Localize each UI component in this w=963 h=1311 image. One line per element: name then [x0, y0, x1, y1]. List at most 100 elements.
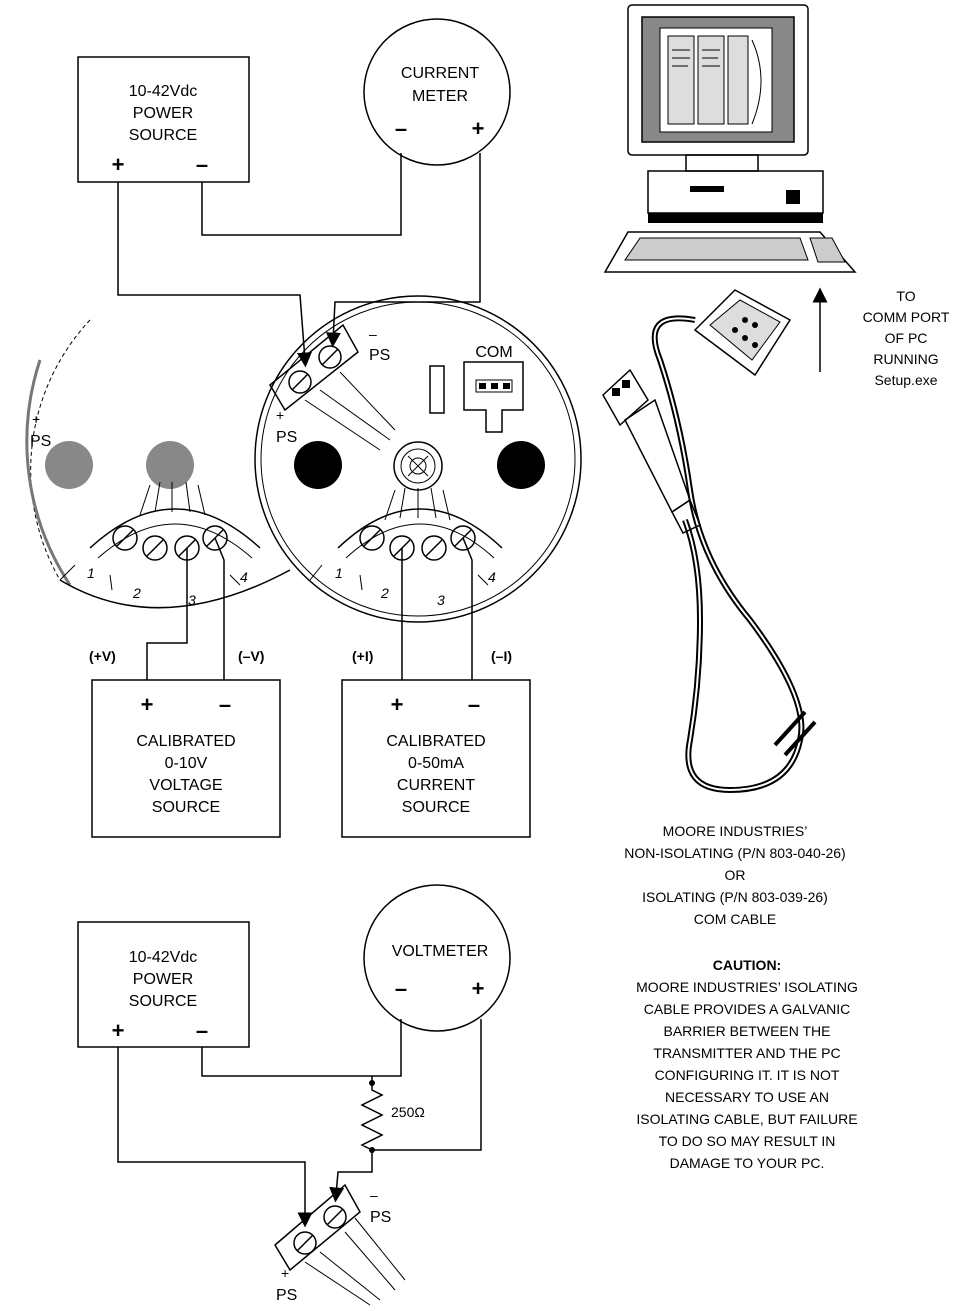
bottom-terminal [274, 1183, 406, 1306]
power-source-bottom-line1: 10-42Vdc [129, 949, 198, 966]
voltage-lead-minus: (–V) [238, 648, 264, 664]
cable-note-line2: NON-ISOLATING (P/N 803-040-26) [624, 845, 845, 861]
pc-note-line1: TO [896, 288, 915, 304]
caution-line1: MOORE INDUSTRIES’ ISOLATING [636, 979, 858, 995]
voltmeter: VOLTMETER – + [363, 884, 511, 1032]
bottom-ps-minus-label: PS [370, 1209, 391, 1226]
caution-note: CAUTION: MOORE INDUSTRIES’ ISOLATING CAB… [636, 957, 858, 1171]
power-source-top-minus: – [196, 152, 208, 177]
right-mount-hole-1 [294, 441, 342, 489]
current-source-line3: CURRENT [397, 777, 475, 794]
current-meter-minus: – [395, 116, 407, 141]
bottom-screw-ps-minus [323, 1205, 347, 1229]
pc-note-line4: RUNNING [873, 351, 938, 367]
right-screw-ps-minus [318, 345, 342, 369]
caution-line7: ISOLATING CABLE, BUT FAILURE [636, 1111, 857, 1127]
left-terminal-4: 4 [240, 569, 248, 585]
pc-note-line5: Setup.exe [874, 372, 937, 388]
right-ps-minus-label: PS [369, 347, 390, 364]
bottom-ps-plus-label: PS [276, 1287, 297, 1304]
right-power-terminal [269, 323, 396, 451]
power-source-bottom-plus: + [112, 1018, 125, 1043]
right-terminal-3: 3 [437, 592, 445, 608]
bottom-ps-plus-sign: + [281, 1265, 289, 1281]
right-screw-ps-plus [288, 370, 312, 394]
power-source-top-line1: 10-42Vdc [129, 83, 198, 100]
voltage-source-minus: – [219, 692, 231, 717]
top-wiring [117, 153, 481, 368]
com-cable [602, 289, 817, 794]
cable-note-line5: COM CABLE [694, 911, 776, 927]
power-source-top: 10-42Vdc POWER SOURCE + – [77, 56, 250, 183]
current-meter-plus: + [472, 116, 485, 141]
power-source-top-line2: POWER [133, 105, 193, 122]
power-source-bottom-line2: POWER [133, 971, 193, 988]
caution-line2: CABLE PROVIDES A GALVANIC [644, 1001, 850, 1017]
caution-line3: BARRIER BETWEEN THE [664, 1023, 831, 1039]
current-source-line4: SOURCE [402, 799, 470, 816]
voltage-source: + – CALIBRATED 0-10V VOLTAGE SOURCE [91, 679, 281, 838]
current-source: + – CALIBRATED 0-50mA CURRENT SOURCE [341, 679, 531, 838]
current-meter-line2: METER [412, 88, 468, 105]
voltage-source-plus: + [141, 692, 154, 717]
cable-note: MOORE INDUSTRIES’ NON-ISOLATING (P/N 803… [624, 823, 845, 927]
caution-title: CAUTION: [713, 957, 781, 973]
bottom-wiring [117, 1019, 482, 1228]
current-source-line1: CALIBRATED [386, 733, 485, 750]
voltmeter-plus: + [472, 976, 485, 1001]
power-source-top-plus: + [112, 152, 125, 177]
current-lead-minus: (–I) [491, 648, 512, 664]
transmitter-cable-connector-icon [602, 368, 701, 534]
pc-keyboard [603, 231, 857, 273]
voltage-source-line1: CALIBRATED [136, 733, 235, 750]
transmitter-right: + PS – PS COM [254, 295, 582, 623]
cable-note-line3: OR [725, 867, 746, 883]
caution-line4: TRANSMITTER AND THE PC [653, 1045, 840, 1061]
caution-line8: TO DO SO MAY RESULT IN [659, 1133, 836, 1149]
right-terminal-2: 2 [380, 585, 389, 601]
current-lead-plus: (+I) [352, 648, 373, 664]
adjustment-potentiometer [393, 441, 443, 491]
left-terminal-1: 1 [87, 565, 95, 581]
power-source-bottom-minus: – [196, 1018, 208, 1043]
left-terminal-2: 2 [132, 585, 141, 601]
caution-line5: CONFIGURING IT. IT IS NOT [655, 1067, 840, 1083]
voltage-lead-plus: (+V) [89, 648, 116, 664]
current-source-plus: + [391, 692, 404, 717]
voltage-source-line2: 0-10V [165, 755, 208, 772]
cable-note-line1: MOORE INDUSTRIES’ [663, 823, 808, 839]
left-terminal-3: 3 [188, 592, 196, 608]
voltage-source-line3: VOLTAGE [149, 777, 222, 794]
current-source-line2: 0-50mA [408, 755, 464, 772]
db9-connector-icon [693, 289, 792, 377]
pc-computer [603, 4, 857, 273]
left-screw-2 [142, 535, 168, 561]
right-terminal-4: 4 [488, 569, 496, 585]
bottom-ps-minus-sign: – [370, 1187, 378, 1203]
pc-note-line3: OF PC [885, 330, 928, 346]
voltage-source-line4: SOURCE [152, 799, 220, 816]
right-ps-plus-sign: + [276, 407, 284, 423]
left-ps-plus-label: PS [30, 433, 51, 450]
caution-line9: DAMAGE TO YOUR PC. [670, 1155, 825, 1171]
pc-note: TO COMM PORT OF PC RUNNING Setup.exe [863, 288, 950, 388]
caution-line6: NECESSARY TO USE AN [665, 1089, 829, 1105]
current-source-minus: – [468, 692, 480, 717]
com-port: COM [463, 344, 524, 433]
left-mount-hole-1 [45, 441, 93, 489]
left-ps-plus-sign: + [32, 411, 40, 427]
resistor-label: 250Ω [391, 1104, 425, 1120]
right-ps-minus-sign: – [369, 326, 377, 342]
transmitter-left: + PS 1 2 3 4 [25, 319, 291, 609]
power-source-bottom: 10-42Vdc POWER SOURCE + – [77, 921, 250, 1048]
right-screw-3 [421, 535, 447, 561]
left-screw-1 [112, 525, 138, 551]
bottom-screw-ps-plus [293, 1231, 317, 1255]
left-mount-hole-2 [146, 441, 194, 489]
pc-note-line2: COMM PORT [863, 309, 950, 325]
right-mount-hole-2 [497, 441, 545, 489]
power-source-bottom-line3: SOURCE [129, 993, 197, 1010]
voltmeter-minus: – [395, 976, 407, 1001]
current-wiring [401, 537, 473, 680]
